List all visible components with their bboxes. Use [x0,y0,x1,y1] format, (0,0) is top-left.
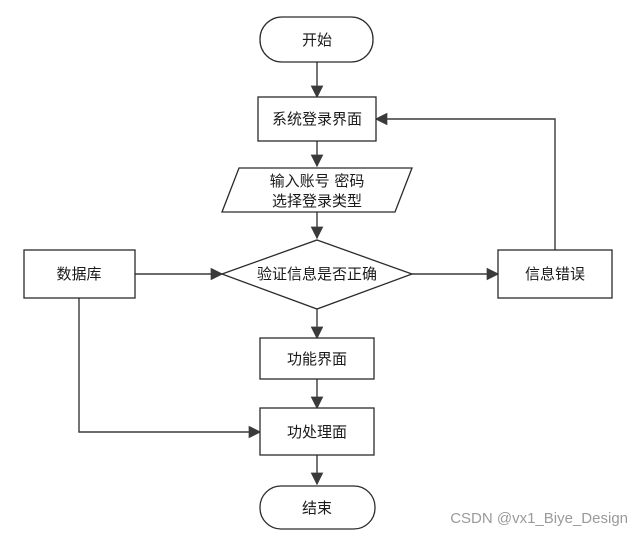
end-label: 结束 [302,499,332,517]
error-label: 信息错误 [525,265,585,283]
login-page-label: 系统登录界面 [272,110,362,128]
error-node: 信息错误 [497,249,613,299]
edge-database-to-process [78,298,262,439]
database-label: 数据库 [56,265,101,283]
verify-label: 验证信息是否正确 [257,265,377,283]
input-label-line2: 选择登录类型 [272,192,362,210]
input-node: 输入账号 密码 选择登录类型 [221,167,413,213]
input-label-line1: 输入账号 密码 [270,172,365,190]
edge-error-to-login [374,112,556,250]
function-page-label: 功能界面 [287,350,347,368]
end-node: 结束 [259,485,376,530]
start-node: 开始 [259,16,374,63]
database-node: 数据库 [23,249,136,299]
process-page-node: 功处理面 [259,407,375,456]
function-page-node: 功能界面 [259,337,375,380]
watermark: CSDN @vx1_Biye_Design [450,510,628,527]
verify-decision-node: 验证信息是否正确 [220,239,414,310]
process-page-label: 功处理面 [287,423,347,441]
edges [78,62,556,486]
login-page-node: 系统登录界面 [257,96,377,142]
start-label: 开始 [302,31,332,49]
